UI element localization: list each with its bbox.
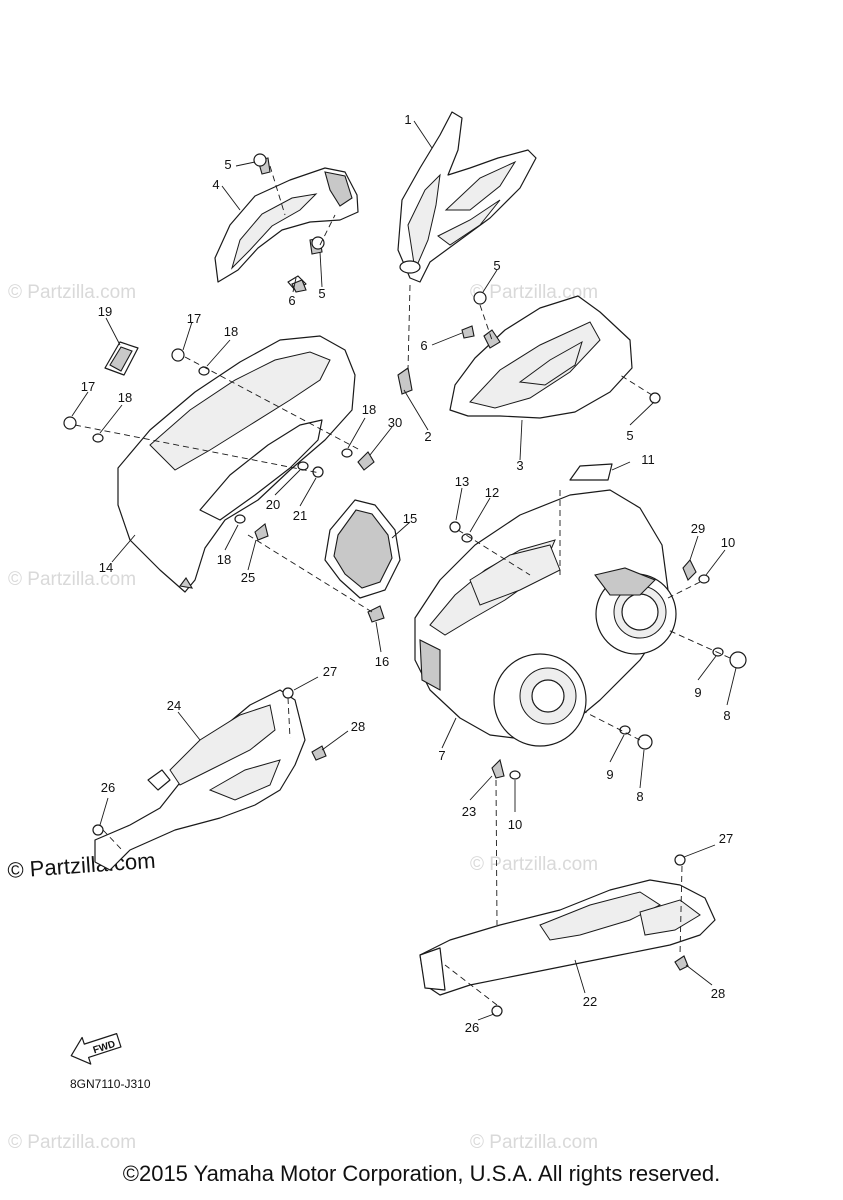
callout-5: 5 <box>493 258 500 273</box>
watermark: © Partzilla.com <box>8 1132 136 1153</box>
watermark: © Partzilla.com <box>7 848 157 883</box>
callout-18: 18 <box>118 390 132 405</box>
callout-18: 18 <box>224 324 238 339</box>
callout-12: 12 <box>485 485 499 500</box>
callout-4: 4 <box>212 177 219 192</box>
callout-14: 14 <box>99 560 113 575</box>
part-engine-cover-7 <box>414 489 677 747</box>
callout-16: 16 <box>375 654 389 669</box>
callout-10: 10 <box>721 535 735 550</box>
watermark: © Partzilla.com <box>8 569 136 590</box>
callout-29: 29 <box>691 521 705 536</box>
part-under-cover-24 <box>94 689 306 871</box>
watermark: © Partzilla.com <box>470 1132 598 1153</box>
part-inner-shroud-14 <box>117 335 356 593</box>
callout-5: 5 <box>224 157 231 172</box>
callout-17: 17 <box>187 311 201 326</box>
callout-1: 1 <box>404 112 411 127</box>
callout-13: 13 <box>455 474 469 489</box>
callout-2: 2 <box>424 429 431 444</box>
callout-21: 21 <box>293 508 307 523</box>
part-vent-19 <box>104 341 139 376</box>
part-emblem-11 <box>569 463 613 481</box>
callout-19: 19 <box>98 304 112 319</box>
callout-24: 24 <box>167 698 181 713</box>
callout-7: 7 <box>438 748 445 763</box>
part-under-cover-22 <box>419 879 716 996</box>
callout-20: 20 <box>266 497 280 512</box>
watermark: © Partzilla.com <box>470 282 598 303</box>
callout-27: 27 <box>719 831 733 846</box>
callout-28: 28 <box>351 719 365 734</box>
callout-8: 8 <box>636 789 643 804</box>
callout-5: 5 <box>626 428 633 443</box>
callout-30: 30 <box>388 415 402 430</box>
fwd-arrow-icon: FWD <box>70 1033 122 1065</box>
watermark: © Partzilla.com <box>8 282 136 303</box>
copyright-notice: ©2015 Yamaha Motor Corporation, U.S.A. A… <box>122 1161 721 1186</box>
fasteners <box>63 153 747 1017</box>
callout-22: 22 <box>583 994 597 1009</box>
callout-5: 5 <box>318 286 325 301</box>
part-grille-15 <box>324 499 401 599</box>
callout-17: 17 <box>81 379 95 394</box>
part-side-cover-4 <box>214 157 359 291</box>
assembly-lines <box>74 165 731 1006</box>
watermark: © Partzilla.com <box>470 854 598 875</box>
callout-numbers: 1 2 3 4 5 5 5 5 6 6 7 8 8 9 9 10 10 11 1… <box>81 112 735 1035</box>
callout-6: 6 <box>420 338 427 353</box>
callout-9: 9 <box>694 685 701 700</box>
callout-10: 10 <box>508 817 522 832</box>
callout-8: 8 <box>723 708 730 723</box>
callout-26: 26 <box>465 1020 479 1035</box>
callout-18: 18 <box>362 402 376 417</box>
part-side-cover-3 <box>449 295 633 419</box>
part-front-panel <box>397 111 537 283</box>
callout-23: 23 <box>462 804 476 819</box>
callout-3: 3 <box>516 458 523 473</box>
callout-25: 25 <box>241 570 255 585</box>
callout-9: 9 <box>606 767 613 782</box>
callout-18: 18 <box>217 552 231 567</box>
callout-28: 28 <box>711 986 725 1001</box>
callout-15: 15 <box>403 511 417 526</box>
leader-lines <box>71 120 737 1021</box>
callout-11: 11 <box>641 452 655 467</box>
callout-6: 6 <box>288 293 295 308</box>
drawing-code: 8GN7110-J310 <box>70 1077 151 1091</box>
callout-27: 27 <box>323 664 337 679</box>
callout-26: 26 <box>101 780 115 795</box>
